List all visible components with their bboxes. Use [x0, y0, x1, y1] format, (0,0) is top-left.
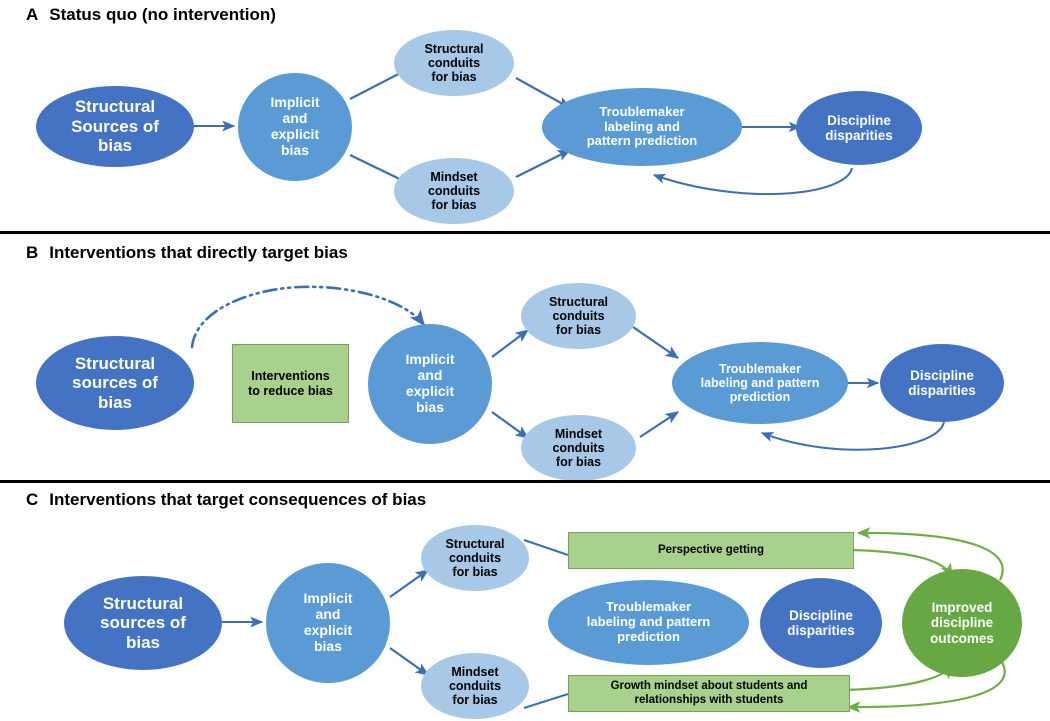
edge-b-implicit-to-mindset — [491, 411, 530, 439]
panel-divider-a-b — [0, 231, 1050, 234]
panel-a-letter: A — [26, 5, 39, 24]
edge-c-structural-to-perspective — [523, 539, 569, 556]
label: Perspective getting — [657, 543, 765, 556]
edge-a-discipline-feedback — [652, 167, 853, 196]
edge-c-perspective-to-improved — [851, 548, 953, 578]
panel-b-heading: B Interventions that directly target bias — [26, 243, 348, 263]
panel-b-title: Interventions that directly target bias — [49, 243, 348, 262]
edge-b-discipline-feedback — [760, 421, 945, 451]
panel-c-letter: C — [26, 490, 39, 509]
edge-c-mindset-to-growth — [523, 693, 569, 709]
edge-b-mindset-to-troublemaker — [639, 411, 680, 438]
panel-c-heading: C Interventions that target consequences … — [26, 490, 426, 510]
edge-b-structural-to-troublemaker — [632, 326, 680, 359]
panel-c-title: Interventions that target consequences o… — [49, 490, 427, 509]
panel-a-heading: A Status quo (no intervention) — [26, 5, 276, 25]
edge-c-implicit-to-structural — [389, 569, 430, 598]
panel-a-title: Status quo (no intervention) — [49, 5, 276, 24]
panel-b-letter: B — [26, 243, 39, 262]
edge-c-implicit-to-mindset — [389, 647, 430, 676]
edge-a-mindset-to-troublemaker — [515, 149, 572, 178]
panel-divider-b-c — [0, 480, 1050, 483]
panel-c-node-perspective-getting: Perspective getting — [568, 532, 854, 569]
edge-b-implicit-to-structural — [491, 329, 530, 358]
